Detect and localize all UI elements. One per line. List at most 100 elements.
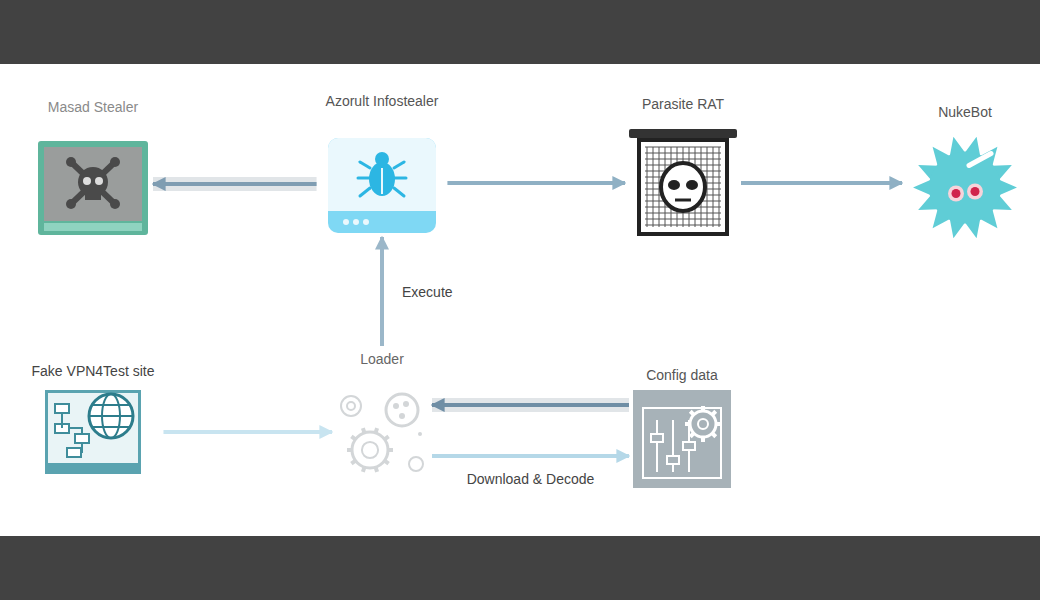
icon-part: [952, 189, 961, 198]
icon-part: [629, 129, 737, 138]
connector-group: [432, 456, 629, 457]
parasite-icon: [629, 129, 737, 234]
icon-part: [328, 138, 436, 233]
icon-part: [651, 434, 663, 442]
icon-part: [360, 162, 370, 168]
icon-part: [668, 180, 680, 190]
icon-part: [971, 187, 980, 196]
icon-part: [967, 184, 983, 200]
icon-part: [362, 442, 378, 458]
icon-part: [358, 177, 370, 180]
flow-arrow: [432, 454, 629, 458]
node-label: Loader: [336, 350, 428, 368]
connector-group: [432, 405, 629, 406]
connector-group: [741, 183, 902, 184]
malware-node: Masad Stealer: [37, 98, 149, 236]
node-label: NukeBot: [906, 103, 1024, 121]
icon-part: [44, 223, 142, 231]
node-icon: [328, 138, 436, 233]
node-label: Config data: [633, 366, 731, 384]
icon-part: [38, 141, 148, 235]
connector-group: [447, 183, 625, 184]
connector-group: [163, 432, 332, 433]
icon-part: [667, 456, 679, 464]
icon-part: [913, 137, 1017, 238]
nukebot-icon: [913, 137, 1017, 238]
icon-part: [969, 154, 991, 166]
config-icon: [633, 390, 731, 488]
icon-part: [683, 442, 695, 450]
node-icon: [336, 390, 428, 478]
connector-group: [382, 237, 383, 346]
icon-part: [675, 199, 691, 202]
icon-part: [403, 401, 409, 407]
icon-part: [110, 199, 120, 209]
flow-arrow: [447, 181, 625, 185]
icon-part: [363, 219, 369, 225]
icon-part: [948, 186, 964, 202]
malware-node: Fake VPN4Test site: [27, 362, 160, 474]
icon-part: [690, 411, 716, 437]
icon-part: [353, 219, 359, 225]
flow-arrow: [163, 430, 332, 434]
malware-node: Parasite RAT: [629, 95, 737, 237]
icon-part: [661, 163, 705, 211]
icon-part: [409, 457, 423, 471]
icon-part: [45, 390, 141, 474]
malware-node: NukeBot: [906, 103, 1024, 240]
icon-part: [645, 159, 721, 160]
node-icon: [633, 390, 731, 488]
icon-part: [381, 168, 383, 194]
icon-part: [393, 403, 399, 409]
icon-part: [929, 152, 1001, 224]
malware-node: Config data: [633, 366, 731, 488]
icon-part: [645, 225, 721, 226]
icon-part: [686, 180, 698, 190]
icon-part: [110, 157, 120, 167]
edge-label: Download & Decode: [465, 470, 597, 488]
top-bar: [0, 0, 1040, 64]
icon-part: [328, 199, 436, 211]
connector-group: [153, 184, 317, 185]
icon-part: [95, 177, 103, 185]
icon-part: [645, 219, 721, 220]
node-label: Azorult Infostealer: [321, 92, 444, 110]
icon-part: [343, 219, 349, 225]
icon-part: [639, 140, 727, 234]
icon-part: [394, 162, 404, 168]
icon-part: [369, 162, 395, 196]
icon-part: [399, 413, 405, 419]
node-icon: [629, 129, 737, 237]
flow-arrow: [153, 182, 317, 186]
icon-part: [698, 419, 708, 429]
icon-part: [352, 432, 388, 468]
icon-part: [67, 448, 81, 457]
icon-part: [328, 138, 436, 211]
icon-part: [75, 434, 89, 443]
icon-part: [62, 413, 82, 452]
fake-icon: [45, 390, 141, 474]
icon-part: [347, 402, 355, 410]
icon-part: [418, 432, 422, 436]
icon-part: [645, 201, 721, 202]
icon-part: [48, 393, 138, 463]
icon-part: [645, 153, 721, 154]
bottom-bar: [0, 536, 1040, 600]
connector-band: [432, 398, 629, 412]
node-label: Parasite RAT: [629, 95, 737, 113]
icon-part: [341, 396, 361, 416]
icon-part: [44, 147, 142, 221]
icon-part: [643, 408, 721, 478]
malware-node: Loader: [336, 350, 428, 478]
icon-part: [55, 404, 69, 413]
icon-part: [386, 394, 418, 426]
connector-band: [153, 177, 317, 191]
icon-part: [375, 152, 389, 166]
icon-part: [89, 394, 133, 438]
icon-part: [89, 405, 133, 427]
icon-part: [71, 162, 115, 204]
icon-part: [633, 390, 731, 488]
